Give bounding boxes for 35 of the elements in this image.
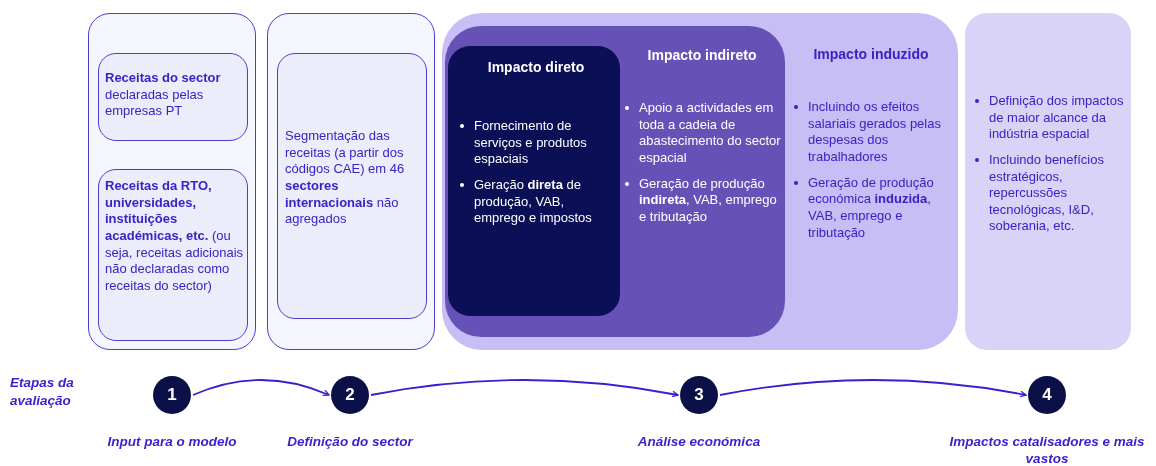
bullet-text: Geração de produção económica induzida, VAB, emprego e tributação (808, 174, 934, 240)
box-text: Segmentação das receitas (a partir dos códigos CAE) em 46 sectores internacionais não agregados (285, 128, 406, 228)
step-caption: Análise económica (636, 434, 762, 451)
step-number: 4 (1042, 385, 1052, 405)
bullet-text: Definição dos impactos de maior alcance da indústria espacial (989, 93, 1124, 142)
input-box (98, 169, 248, 341)
step-number: 1 (167, 385, 177, 405)
induced-impact-panel (442, 13, 958, 350)
box-text: Receitas do sector declaradas pelas empresas PT (105, 70, 222, 120)
step-caption: Input para o modelo (106, 434, 238, 451)
arrow (719, 379, 1027, 398)
panel-heading: Impacto indireto (646, 46, 758, 65)
input-box (98, 53, 248, 141)
box-text: Receitas da RTO, universidades, instituições académicas, etc. (ou seja, receitas adicionais não declaradas como receitas do sector) (105, 178, 245, 295)
bullet-text: Incluindo benefícios estratégicos, repercussões tecnológicas, I&D, soberania, etc. (989, 151, 1104, 234)
panel-heading: Impacto direto (486, 58, 586, 77)
column-panel (267, 13, 435, 350)
panel-heading: Impacto induzido (812, 45, 930, 64)
arrow (192, 379, 330, 397)
row-label: Etapas da avaliação (10, 374, 75, 410)
step-caption: Impactos catalisadores e mais vastos (948, 434, 1146, 466)
bullet-text: Incluindo os efeitos salariais gerados pelas despesas dos trabalhadores (808, 99, 941, 165)
indirect-impact-panel (445, 26, 785, 337)
step-number: 2 (345, 385, 355, 405)
column-panel (88, 13, 256, 350)
arrow (370, 379, 679, 398)
catalytic-impact-panel (965, 13, 1131, 350)
direct-impact-panel (448, 46, 620, 316)
segmentation-box (277, 53, 427, 319)
bullet-text: Fornecimento de serviços e produtos espaciais (474, 118, 587, 167)
bullet-text: Apoio a actividades em toda a cadeia de abastecimento do sector espacial (639, 100, 781, 166)
step-number: 3 (694, 385, 704, 405)
bullet-text: Geração direta de produção, VAB, emprego e impostos (474, 177, 592, 226)
bullet-text: Geração de produção indireta, VAB, emprego e tributação (639, 175, 777, 224)
step-caption: Definição do sector (286, 434, 415, 451)
